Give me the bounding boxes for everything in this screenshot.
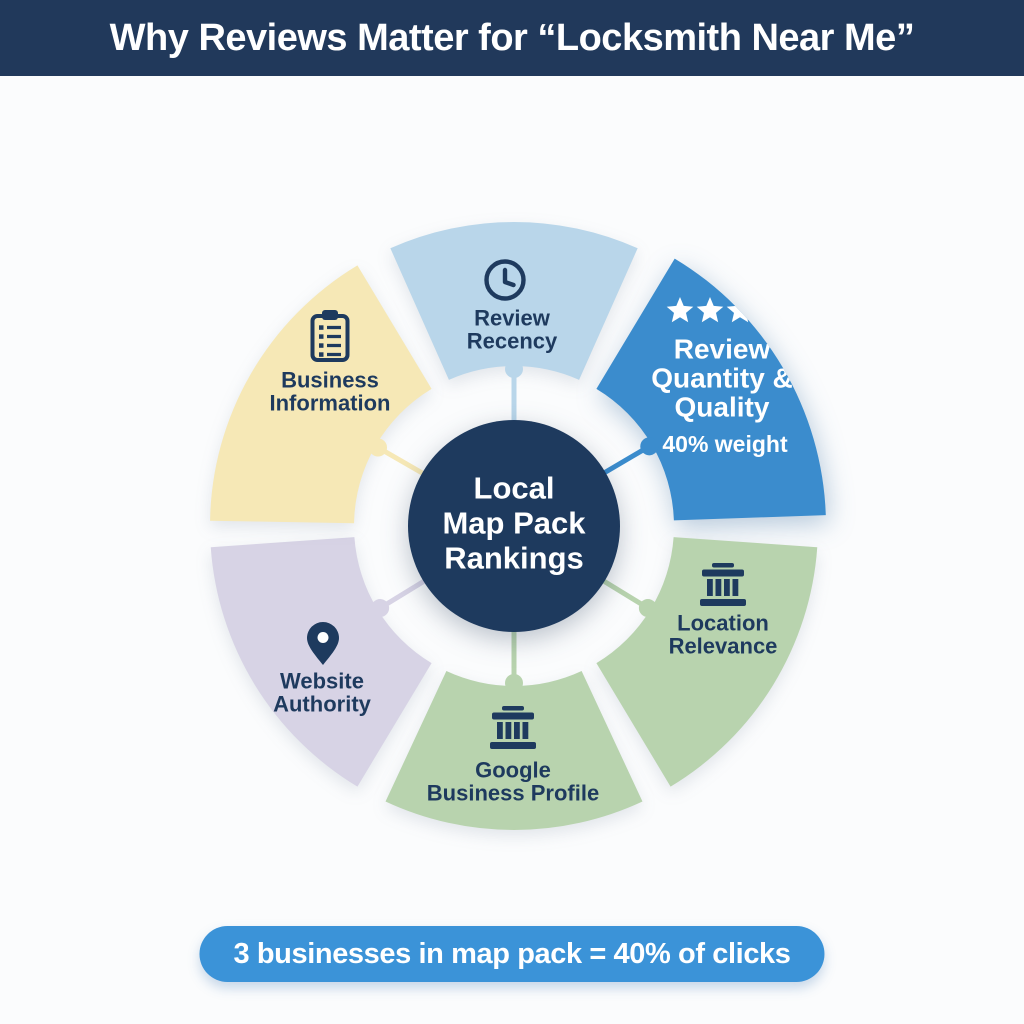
list-bullet <box>319 352 324 357</box>
segment-label: Review <box>674 334 771 365</box>
spoke <box>378 575 432 611</box>
header-bar: Why Reviews Matter for “Locksmith Near M… <box>0 0 1024 76</box>
segment-label: Quantity & <box>651 363 793 394</box>
segment-label: Business <box>281 368 379 393</box>
bank-icon <box>700 563 746 606</box>
spoke-dot <box>640 437 659 456</box>
spoke-dot <box>371 599 390 618</box>
page-title: Why Reviews Matter for “Locksmith Near M… <box>109 16 915 59</box>
spoke <box>596 575 650 611</box>
segment-label: Google <box>475 758 551 783</box>
spoke-dot <box>369 438 388 457</box>
list-bullet <box>319 325 324 330</box>
stat-banner: 3 businesses in map pack = 40% of clicks <box>199 926 825 982</box>
spoke <box>597 444 651 479</box>
list-bullet <box>319 334 324 339</box>
spoke-dot <box>638 599 657 618</box>
list-bullet <box>319 343 324 348</box>
spoke <box>376 445 431 480</box>
segment-sublabel: 40% weight <box>662 431 788 457</box>
segment-label: Authority <box>273 692 372 717</box>
clock-icon <box>484 259 526 301</box>
segment-label: Quality <box>675 392 770 423</box>
segment-label: Recency <box>467 329 558 354</box>
segment-label: Relevance <box>669 634 778 659</box>
spoke-dot <box>505 360 523 378</box>
spoke-dot <box>505 674 523 692</box>
segment-label: Information <box>270 391 391 416</box>
center-label: Rankings <box>444 541 584 576</box>
segment-label: Business Profile <box>427 781 599 806</box>
map-pin-icon <box>307 622 339 665</box>
clipboard-icon <box>310 310 350 362</box>
segment-label: Review <box>474 306 551 331</box>
segment-label: Website <box>280 669 364 694</box>
center-circle <box>408 420 620 632</box>
stat-banner-text: 3 businesses in map pack = 40% of clicks <box>233 937 791 970</box>
bank-icon <box>490 706 536 749</box>
center-label: Map Pack <box>442 506 586 541</box>
segment-label: Location <box>677 611 769 636</box>
center-label: Local <box>474 471 555 506</box>
